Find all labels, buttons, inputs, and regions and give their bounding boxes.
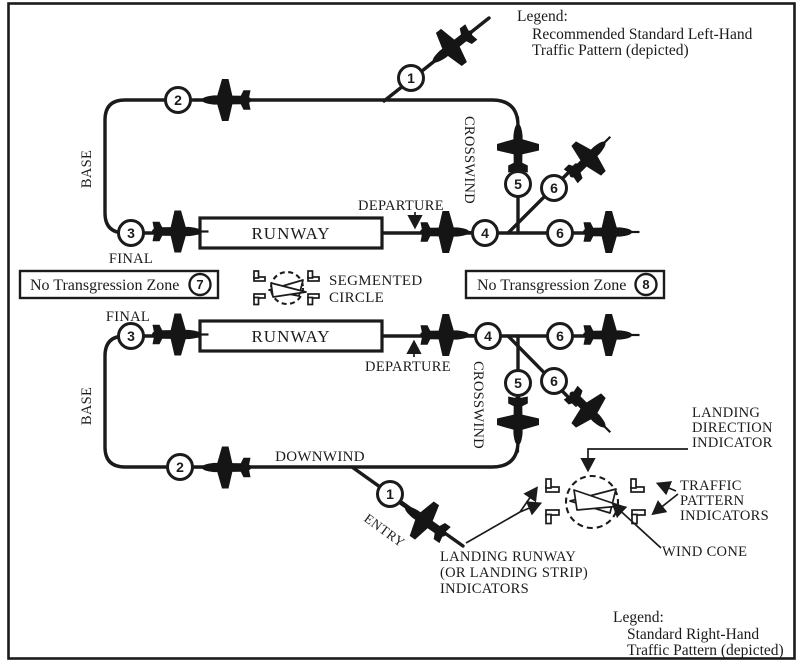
- top-pattern: RUNWAY DEPARTURE BASE CROSSWIND FINAL 1 …: [18, 15, 640, 300]
- legend-top-line2: Traffic Pattern (depicted): [532, 42, 689, 59]
- ntz-7-number: 7: [196, 277, 203, 292]
- legend-top-heading: Legend:: [517, 8, 568, 25]
- lri-line1: LANDING RUNWAY: [440, 549, 576, 565]
- bottom-base-label: BASE: [79, 387, 95, 425]
- ldi-line1: LANDING: [692, 405, 760, 421]
- bottom-runway-label: RUNWAY: [251, 327, 330, 346]
- marker-bottom-departure: 4: [474, 322, 502, 350]
- legend-bottom-heading: Legend:: [613, 609, 664, 626]
- ntz-7-text: No Transgression Zone: [30, 277, 179, 294]
- top-departure-label: DEPARTURE: [358, 198, 444, 214]
- bottom-downwind-label: DOWNWIND: [275, 449, 365, 465]
- lri-leader-arrow-lower: [519, 501, 543, 516]
- legend-bottom-line1: Standard Right-Hand: [627, 626, 759, 643]
- segmented-circle-windcone-icon: [270, 282, 307, 298]
- marker-top-downwind-number: 2: [174, 92, 182, 108]
- legend-top: Legend: Recommended Standard Left-Hand T…: [517, 8, 753, 59]
- top-runway-label: RUNWAY: [251, 224, 330, 243]
- marker-bottom-straightout: 6: [546, 322, 574, 350]
- marker-bottom-crosswind-number: 5: [514, 375, 522, 391]
- marker-bottom-45turn-number: 6: [550, 373, 558, 389]
- segmented-circle-label-line2: CIRCLE: [329, 290, 384, 306]
- ntz-8-text: No Transgression Zone: [477, 277, 626, 294]
- bottom-departure-label: DEPARTURE: [365, 359, 451, 375]
- marker-top-departure: 4: [471, 219, 499, 247]
- marker-top-straightout-number: 6: [556, 225, 564, 241]
- tpi-line3: INDICATORS: [680, 508, 769, 524]
- wind-cone-leader-arrow: [611, 502, 662, 549]
- marker-top-entry-number: 1: [407, 70, 415, 86]
- legend-bottom: Legend: Standard Right-Hand Traffic Patt…: [613, 609, 784, 659]
- marker-bottom-45turn: 6: [540, 367, 568, 395]
- ntz-box-8: No Transgression Zone 8: [464, 269, 666, 300]
- ntz-8-number: 8: [642, 277, 649, 292]
- bottom-crosswind-label: CROSSWIND: [470, 361, 486, 449]
- traffic-pattern-indicators-label: TRAFFIC PATTERN INDICATORS: [680, 478, 769, 524]
- marker-bottom-entry: 1: [376, 480, 404, 508]
- tpi-line2: PATTERN: [680, 493, 745, 509]
- tpi-leader-arrow-lower: [651, 493, 679, 516]
- lri-leader-arrow-upper: [519, 486, 538, 513]
- top-base-label: BASE: [79, 150, 95, 188]
- segmented-circle-label-line1: SEGMENTED: [329, 273, 423, 289]
- marker-bottom-crosswind: 5: [504, 369, 532, 397]
- bottom-final-label: FINAL: [106, 309, 150, 325]
- legend-top-line1: Recommended Standard Left-Hand: [532, 26, 753, 43]
- top-pattern-loop-line: [103, 98, 520, 235]
- landing-strip-indicator-icons: [545, 478, 560, 525]
- legend-bottom-line2: Traffic Pattern (depicted): [627, 642, 784, 659]
- marker-top-45turn-number: 6: [550, 180, 558, 196]
- top-final-label: FINAL: [109, 251, 153, 267]
- segmented-circle-symbol: SEGMENTED CIRCLE: [253, 270, 423, 306]
- marker-top-final-number: 3: [127, 225, 135, 241]
- lri-line2: (OR LANDING STRIP): [440, 565, 588, 581]
- wind-station-dashed-circle: [564, 474, 620, 530]
- lri-line3: INDICATORS: [440, 581, 529, 597]
- marker-top-straightout: 6: [546, 219, 574, 247]
- segmented-circle-pattern-indicator-icons: [253, 270, 320, 306]
- marker-bottom-final: 3: [117, 322, 145, 350]
- wind-station: LANDING DIRECTION INDICATOR TRAFFIC PATT…: [440, 405, 773, 597]
- top-crosswind-label: CROSSWIND: [461, 116, 477, 204]
- marker-top-final: 3: [117, 219, 145, 247]
- marker-bottom-final-number: 3: [127, 328, 135, 344]
- top-runway-box: [198, 216, 384, 250]
- landing-runway-indicators-label: LANDING RUNWAY (OR LANDING STRIP) INDICA…: [440, 549, 588, 597]
- marker-bottom-straightout-number: 6: [556, 328, 564, 344]
- wind-cone-icon: [573, 489, 622, 511]
- bottom-pattern-loop-line: [103, 334, 520, 469]
- wind-cone-label: WIND CONE: [662, 544, 747, 560]
- bottom-departure-45-line: [506, 334, 578, 407]
- marker-bottom-departure-number: 4: [484, 328, 492, 344]
- landing-direction-indicator-label: LANDING DIRECTION INDICATOR: [692, 405, 773, 451]
- tpi-line1: TRAFFIC: [680, 478, 742, 494]
- marker-top-crosswind: 5: [504, 170, 532, 198]
- landing-direction-leader-arrow: [580, 448, 688, 473]
- top-departure-45-line: [506, 163, 578, 235]
- marker-top-45turn: 6: [540, 174, 568, 202]
- marker-top-downwind: 2: [164, 86, 192, 114]
- marker-bottom-entry-number: 1: [386, 486, 394, 502]
- ldi-line3: INDICATOR: [692, 435, 773, 451]
- segmented-circle-dashed: [269, 270, 305, 306]
- tpi-leader-arrow-upper: [655, 481, 677, 496]
- marker-bottom-downwind: 2: [166, 453, 194, 481]
- marker-bottom-downwind-number: 2: [176, 459, 184, 475]
- marker-top-crosswind-number: 5: [514, 176, 522, 192]
- marker-top-entry: 1: [397, 64, 425, 92]
- ntz-box-7: No Transgression Zone 7: [18, 269, 220, 300]
- marker-top-departure-number: 4: [481, 225, 489, 241]
- lri-leader-line: [465, 511, 521, 544]
- ldi-line2: DIRECTION: [692, 420, 773, 436]
